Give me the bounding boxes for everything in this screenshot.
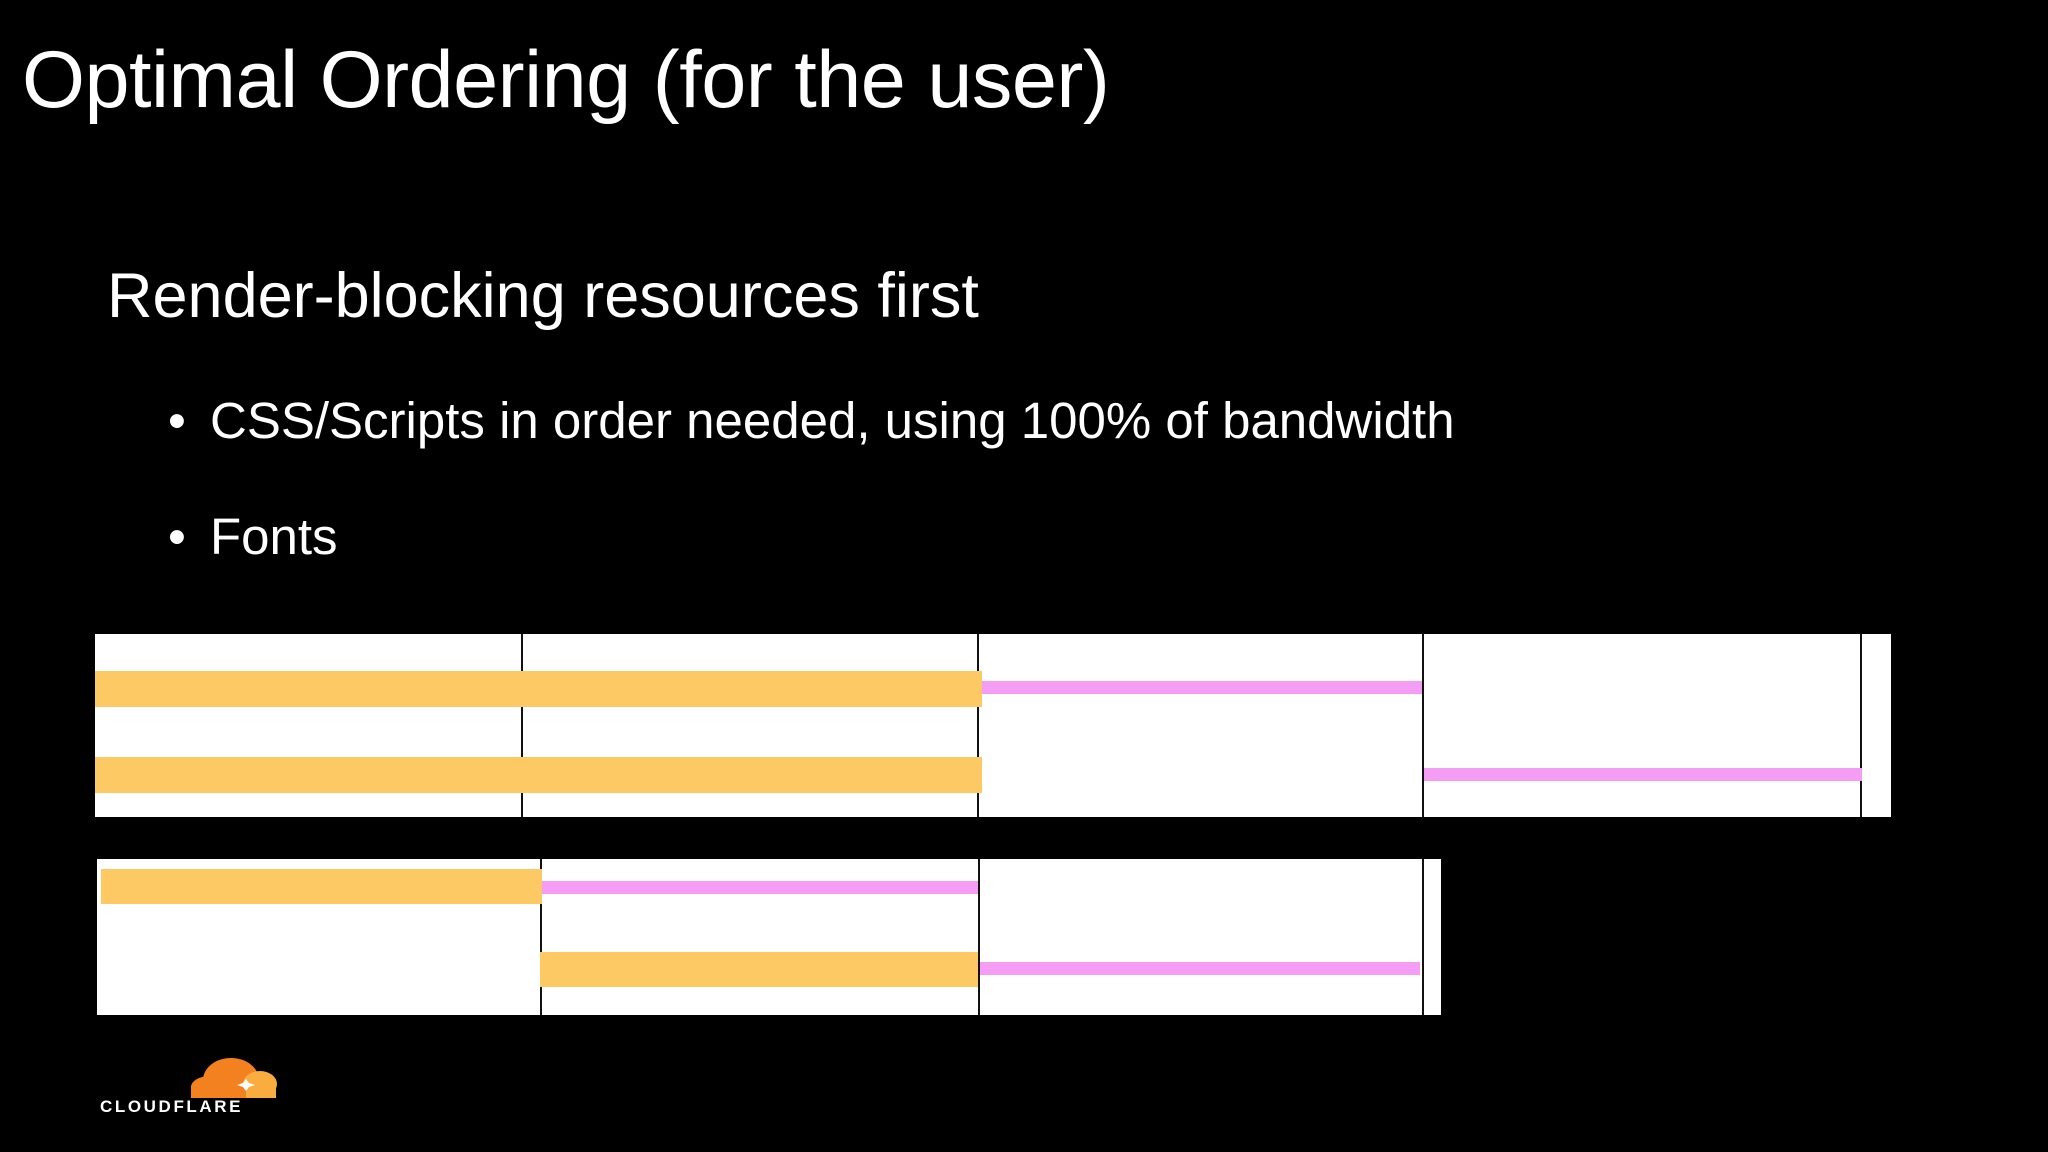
waterfall-divider (977, 634, 979, 817)
subheading: Render-blocking resources first (107, 261, 979, 331)
cloud-icon (191, 1058, 277, 1102)
waterfall-sequential (95, 859, 1441, 1015)
css-bar-2 (540, 952, 978, 987)
page-title: Optimal Ordering (for the user) (22, 35, 1110, 125)
bullet-text: CSS/Scripts in order needed, using 100% … (210, 392, 1455, 449)
waterfall-shared-bandwidth (93, 634, 1891, 817)
cloudflare-logo: CLOUDFLARE (100, 1052, 280, 1116)
waterfall-divider (1860, 634, 1862, 817)
bullet-dot-icon: • (168, 508, 186, 565)
bullet-dot-icon: • (168, 392, 186, 449)
waterfall-divider (1422, 634, 1424, 817)
css-bar-2 (95, 757, 982, 793)
waterfall-divider (540, 859, 542, 1015)
css-bar-1 (95, 671, 982, 707)
font-bar-1 (542, 881, 978, 894)
font-bar-2 (980, 962, 1420, 975)
font-bar-1 (982, 681, 1422, 694)
bullet-text: Fonts (210, 508, 338, 565)
waterfall-divider (978, 859, 980, 1015)
waterfall-divider (521, 634, 523, 817)
cloudflare-wordmark: CLOUDFLARE (100, 1097, 244, 1116)
font-bar-2 (1424, 768, 1862, 781)
waterfall-divider (1422, 859, 1424, 1015)
css-bar-1 (101, 869, 542, 904)
